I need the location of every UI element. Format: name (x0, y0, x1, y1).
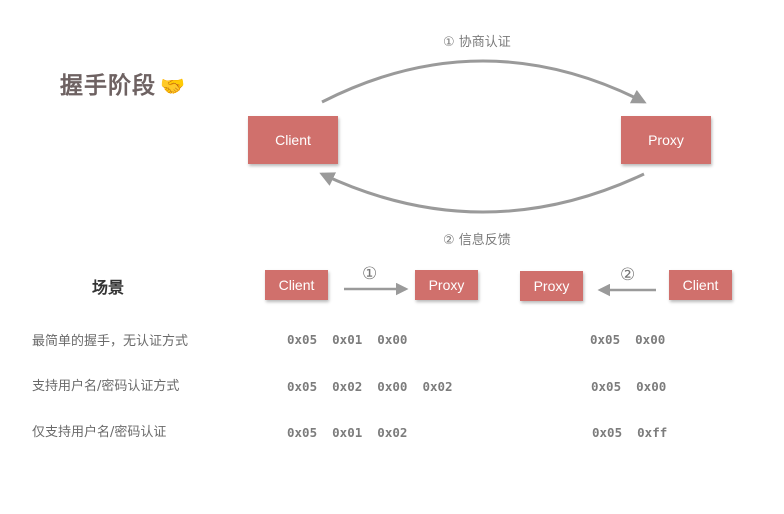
response-bytes: 0x05 0x00 (591, 379, 667, 394)
backward-arc-arrow (319, 172, 645, 214)
response-client-box: Client (669, 270, 732, 300)
title-text: 握手阶段 (60, 73, 156, 99)
request-proxy-box: Proxy (415, 270, 478, 300)
response-bytes: 0x05 0xff (592, 425, 668, 440)
row-label: 仅支持用户名/密码认证 (32, 425, 167, 440)
request-client-box: Client (265, 270, 328, 300)
row-label: 支持用户名/密码认证方式 (32, 379, 180, 394)
client-box: Client (248, 116, 338, 164)
response-bytes: 0x05 0x00 (590, 332, 666, 347)
forward-label: ① 协商认证 (443, 35, 511, 50)
request-bytes: 0x05 0x02 0x00 0x02 (287, 379, 453, 394)
proxy-box: Proxy (621, 116, 711, 164)
page-title: 握手阶段🤝 (60, 66, 186, 100)
request-bytes: 0x05 0x01 0x02 (287, 425, 408, 440)
backward-label: ② 信息反馈 (443, 233, 511, 248)
row-label: 最简单的握手，无认证方式 (32, 334, 189, 349)
forward-arc-arrow (321, 59, 647, 104)
handshake-icon: 🤝 (160, 74, 186, 98)
scenario-header: 场景 (92, 278, 125, 297)
request-bytes: 0x05 0x01 0x00 (287, 332, 408, 347)
request-step-number: ① (362, 264, 378, 284)
response-step-number: ② (620, 265, 636, 285)
response-proxy-box: Proxy (520, 271, 583, 301)
